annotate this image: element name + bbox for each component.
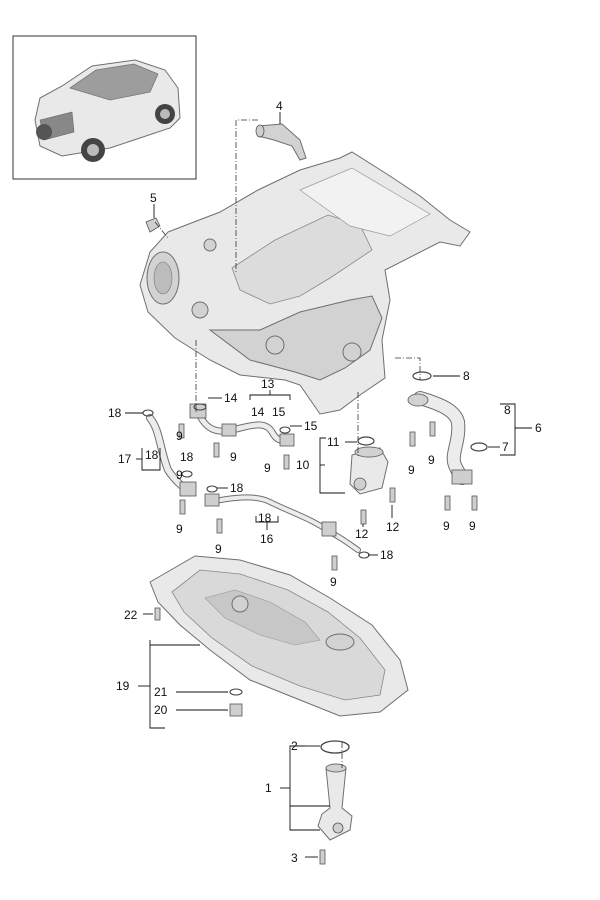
o-ring-2 xyxy=(320,740,350,754)
callout-12-mid: 12 xyxy=(355,527,369,541)
callout-18-right: 18 xyxy=(380,548,394,562)
callout-7: 7 xyxy=(502,440,509,454)
callout-9-k: 9 xyxy=(469,519,476,533)
o-ring-15 xyxy=(279,426,291,434)
callout-4: 4 xyxy=(276,99,283,113)
o-ring-18d xyxy=(358,551,370,559)
callout-9-d: 9 xyxy=(176,468,183,482)
callout-10: 10 xyxy=(296,458,310,472)
callout-15-group: 15 xyxy=(272,405,286,419)
callout-22: 22 xyxy=(124,608,138,622)
callout-1: 1 xyxy=(265,781,272,795)
callout-8-top: 8 xyxy=(463,369,470,383)
o-ring-14 xyxy=(193,403,207,411)
oil-pipe-6 xyxy=(407,391,473,485)
oil-line-16 xyxy=(204,493,361,553)
o-ring-18c xyxy=(206,485,218,493)
oil-lines-left xyxy=(146,403,295,497)
seals-and-bolts xyxy=(142,371,488,865)
oil-strainer-housing-10 xyxy=(349,446,389,495)
callout-9-h: 9 xyxy=(408,463,415,477)
callout-8-bracket: 8 xyxy=(504,403,511,417)
callout-3: 3 xyxy=(291,851,298,865)
callout-18-mid: 18 xyxy=(180,450,194,464)
callout-9-g: 9 xyxy=(330,575,337,589)
callout-14-group: 14 xyxy=(251,405,265,419)
assembly-lines xyxy=(154,119,421,768)
bolt-22 xyxy=(154,607,161,621)
o-ring-18b xyxy=(181,470,193,478)
callout-9-a: 9 xyxy=(176,429,183,443)
callout-9-c: 9 xyxy=(264,461,271,475)
seal-21 xyxy=(229,688,243,696)
callout-14-top: 14 xyxy=(224,391,238,405)
callout-9-f: 9 xyxy=(215,542,222,556)
callout-16: 16 xyxy=(260,532,274,546)
callout-5: 5 xyxy=(150,191,157,205)
o-ring-11 xyxy=(357,436,375,446)
callout-18-line16: 18 xyxy=(230,481,244,495)
leader-lines xyxy=(125,112,532,858)
upper-oil-pan xyxy=(139,151,471,415)
callout-18-left: 18 xyxy=(108,406,122,420)
o-ring-8-top xyxy=(412,371,432,381)
callout-12-right: 12 xyxy=(386,520,400,534)
callout-9-b: 9 xyxy=(230,450,237,464)
callout-19: 19 xyxy=(116,679,130,693)
lower-oil-pan xyxy=(149,555,409,717)
fitting-part-5 xyxy=(145,217,161,233)
callout-17: 17 xyxy=(118,452,132,466)
callout-11: 11 xyxy=(327,435,340,449)
callout-6: 6 xyxy=(535,421,542,435)
callout-21: 21 xyxy=(154,685,168,699)
callout-9-e: 9 xyxy=(176,522,183,536)
oil-pickup-1 xyxy=(317,763,353,841)
callout-18-group-16: 18 xyxy=(258,511,272,525)
callout-9-j: 9 xyxy=(443,519,450,533)
car-icon xyxy=(34,59,181,162)
drain-plug-20 xyxy=(229,703,243,717)
callout-13: 13 xyxy=(261,377,275,391)
callout-18-group-17: 18 xyxy=(145,448,159,462)
callout-labels: 4 5 8 8 6 7 13 14 14 15 15 18 17 18 18 1… xyxy=(108,99,542,865)
vehicle-thumbnail xyxy=(12,35,197,180)
oil-level-sensor xyxy=(255,123,307,161)
callout-15: 15 xyxy=(304,419,318,433)
callout-9-i: 9 xyxy=(428,453,435,467)
o-ring-7 xyxy=(470,442,488,452)
callout-20: 20 xyxy=(154,703,168,717)
bolt-3 xyxy=(319,849,326,865)
callout-2: 2 xyxy=(291,739,298,753)
